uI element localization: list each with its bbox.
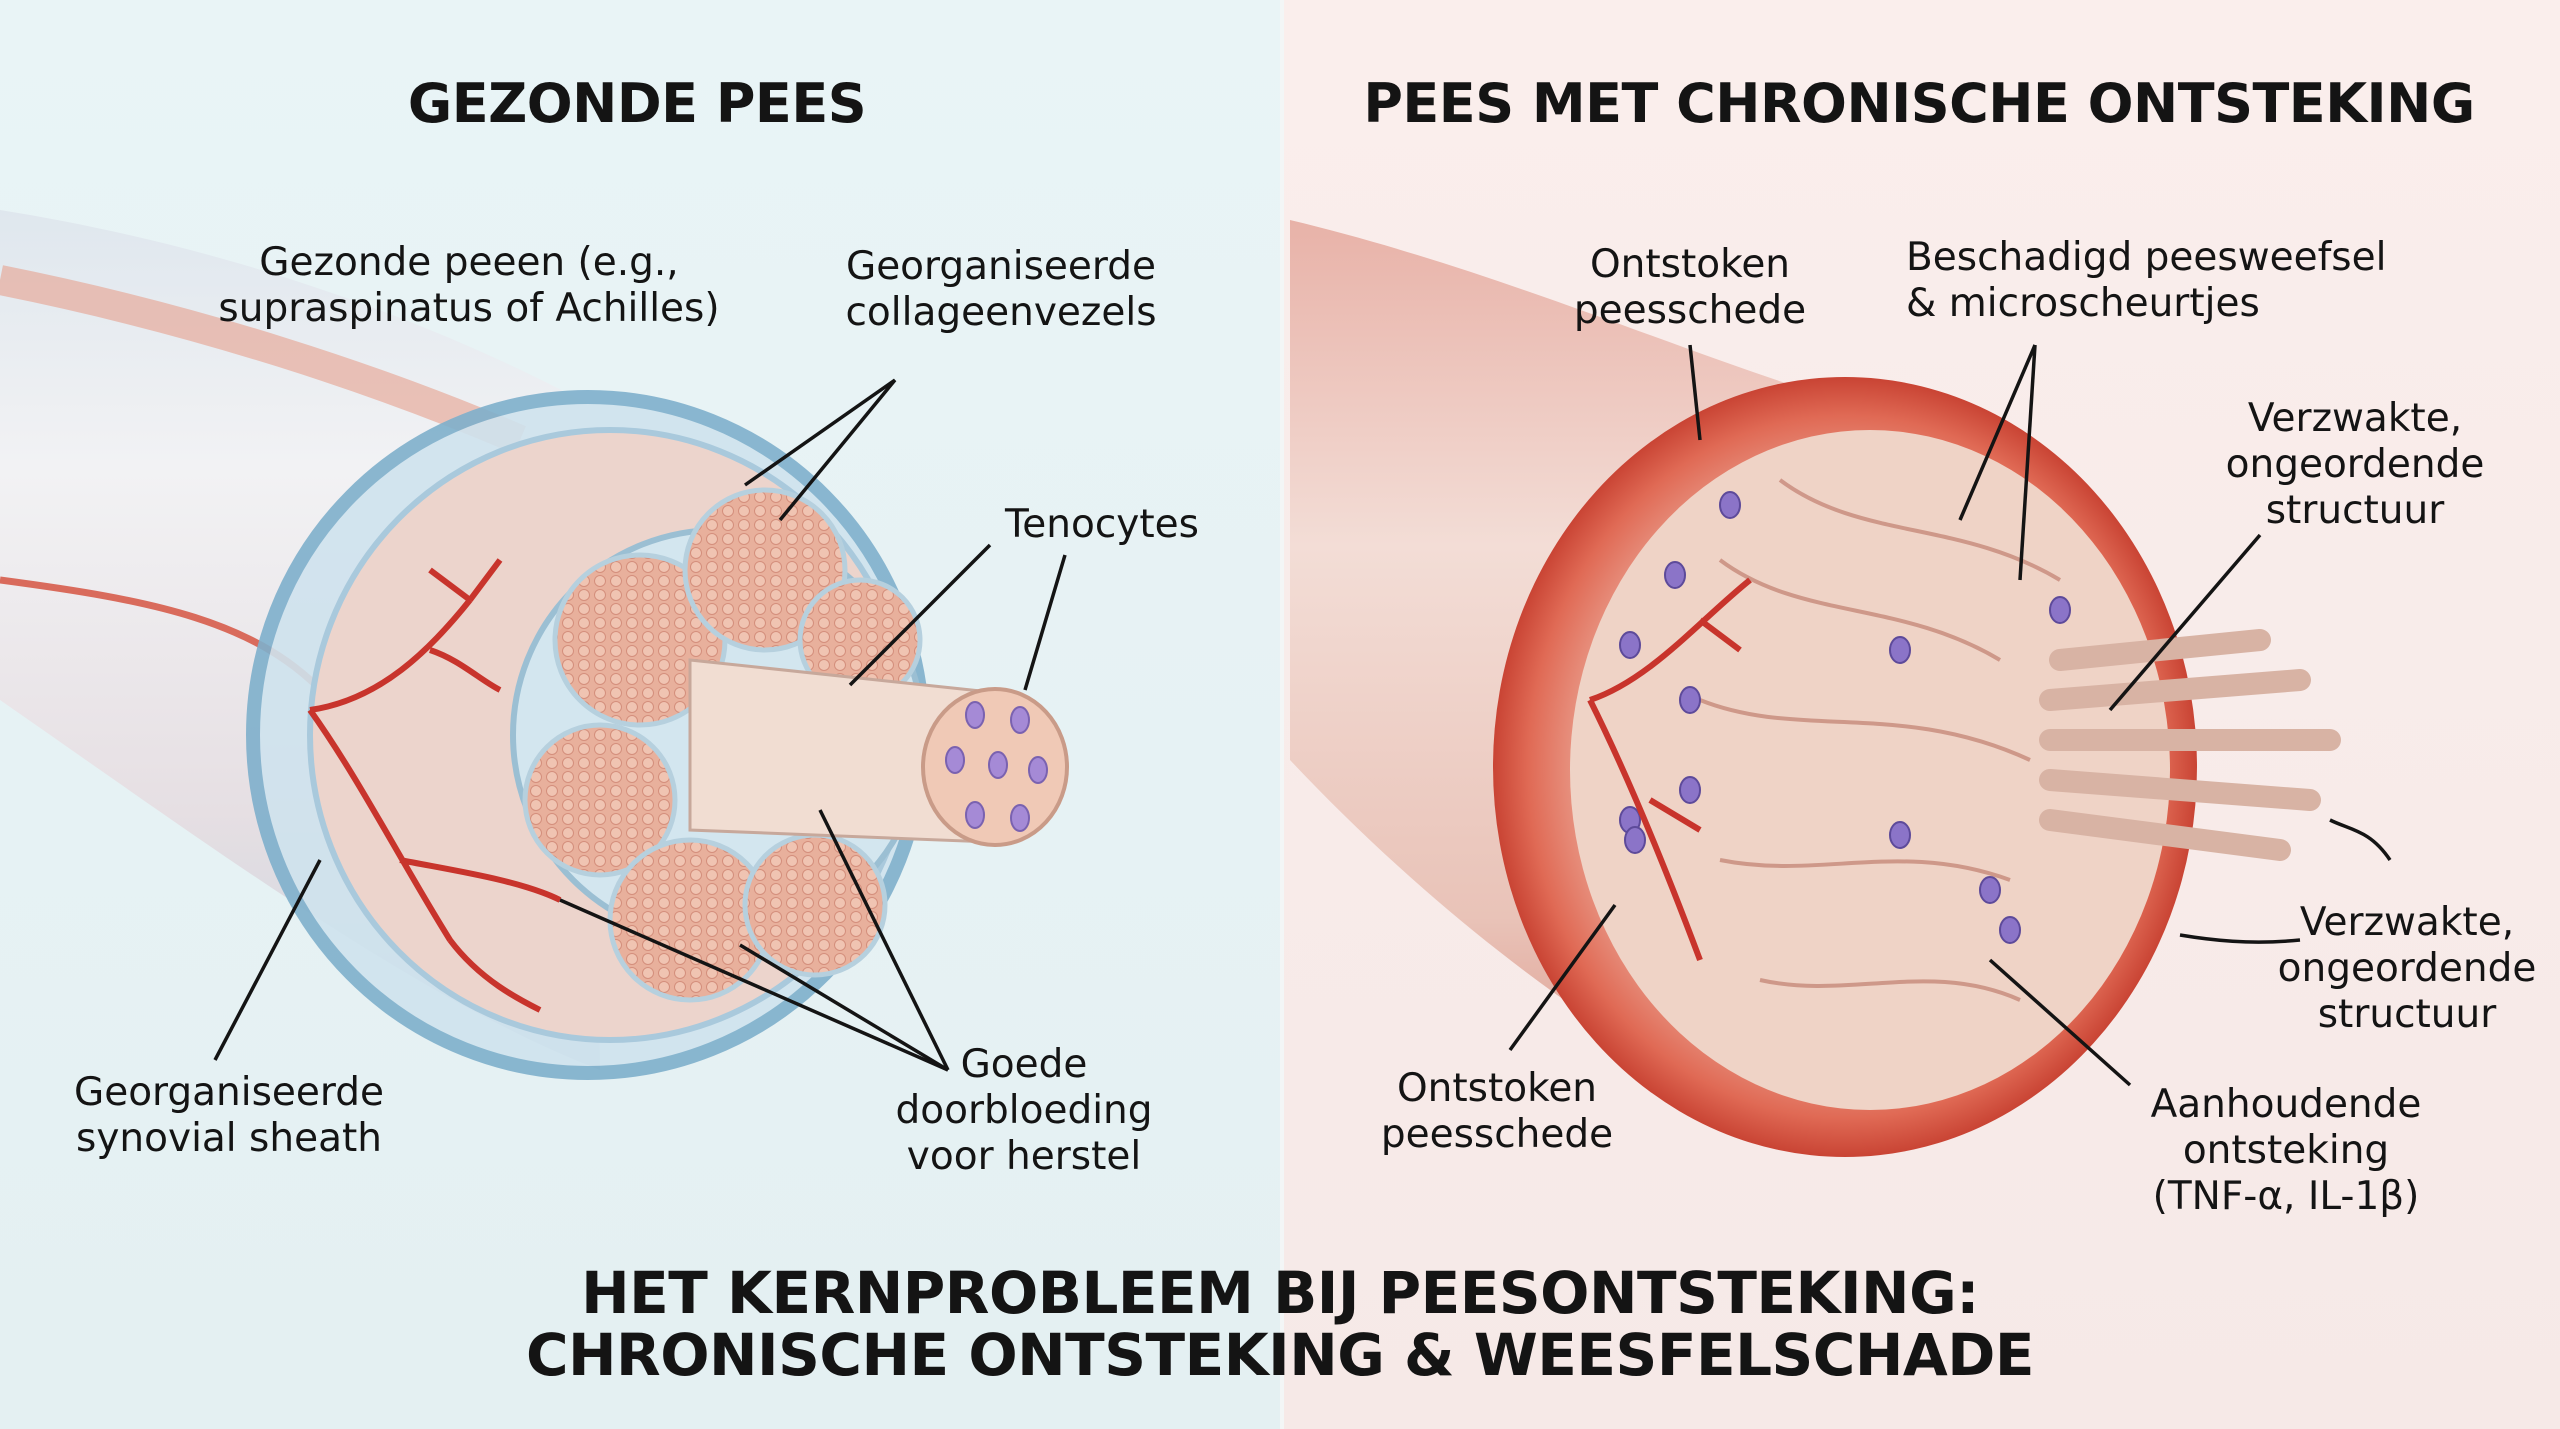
footer-title: HET KERNPROBLEEM BIJ PEESONTSTEKING: CHR… xyxy=(525,1259,2035,1389)
footer-title-line: HET KERNPROBLEEM BIJ PEESONTSTEKING: xyxy=(581,1259,1979,1327)
label-line: (TNF-α, IL-1β) xyxy=(2152,1174,2420,1219)
label-line: & microscheurtjes xyxy=(1906,281,2260,326)
label-tenocytes: Tenocytes xyxy=(1005,502,1199,548)
label-line: peesschede xyxy=(1380,1112,1614,1157)
label-line: Gezonde peeen (e.g., xyxy=(259,240,679,285)
inflamed-tendon-title: PEES MET CHRONISCHE ONTSTEKING xyxy=(1363,72,2475,135)
label-line: collageenvezels xyxy=(845,290,1157,335)
label-persistent-inflammation: Aanhoudende ontsteking (TNF-α, IL-1β) xyxy=(2151,1082,2422,1220)
label-collagen-fibers: Georganiseerde collageenvezels xyxy=(845,244,1156,336)
label-line: supraspinatus of Achilles) xyxy=(218,286,720,331)
footer-title-line: CHRONISCHE ONTSTEKING & WEESFELSCHADE xyxy=(525,1321,2035,1389)
label-line: Ontstoken xyxy=(1396,1066,1598,1111)
label-line: Verzwakte, xyxy=(2247,396,2463,441)
panel-divider xyxy=(1280,0,1284,1429)
label-line: synovial sheath xyxy=(76,1116,382,1161)
label-line: doorbloeding xyxy=(895,1088,1153,1133)
label-line: Verzwakte, xyxy=(2299,900,2515,945)
label-healthy-tendon: Gezonde peeen (e.g., supraspinatus of Ac… xyxy=(218,240,719,332)
label-line: Beschadigd peesweefsel xyxy=(1906,235,2387,280)
label-weakened-structure-bottom: Verzwakte, ongeordende structuur xyxy=(2278,900,2537,1038)
label-line: voor herstel xyxy=(906,1134,1142,1179)
label-blood-supply: Goede doorbloeding voor herstel xyxy=(895,1042,1152,1180)
label-line: ongeordende xyxy=(2277,946,2537,991)
healthy-tendon-title: GEZONDE PEES xyxy=(407,72,867,135)
label-weakened-structure-top: Verzwakte, ongeordende structuur xyxy=(2226,396,2485,534)
label-line: Tenocytes xyxy=(1005,502,1199,547)
label-line: Goede xyxy=(960,1042,1088,1087)
leader-lines xyxy=(213,344,2392,1087)
inflamed-tendon-drawing xyxy=(1290,220,2341,1157)
label-line: Georganiseerde xyxy=(73,1070,385,1115)
label-line: ontsteking xyxy=(2182,1128,2390,1173)
label-line: Ontstoken xyxy=(1589,242,1791,287)
inflammatory-cells xyxy=(1619,491,2071,944)
label-line: Georganiseerde xyxy=(845,244,1157,289)
label-line: Aanhoudende xyxy=(2150,1082,2422,1127)
label-line: structuur xyxy=(2265,488,2445,533)
collagen-bundles xyxy=(522,487,923,1003)
label-line: ongeordende xyxy=(2225,442,2485,487)
label-inflamed-sheath-top: Ontstoken peesschede xyxy=(1574,242,1806,334)
label-damaged-tissue: Beschadigd peesweefsel & microscheurtjes xyxy=(1906,235,2386,327)
blood-vessels xyxy=(307,558,562,1013)
healthy-tendon-drawing xyxy=(0,210,1069,1080)
label-line: structuur xyxy=(2317,992,2497,1037)
label-line: peesschede xyxy=(1573,288,1807,333)
label-synovial-sheath: Georganiseerde synovial sheath xyxy=(74,1070,384,1162)
label-inflamed-sheath-bottom: Ontstoken peesschede xyxy=(1381,1066,1613,1158)
